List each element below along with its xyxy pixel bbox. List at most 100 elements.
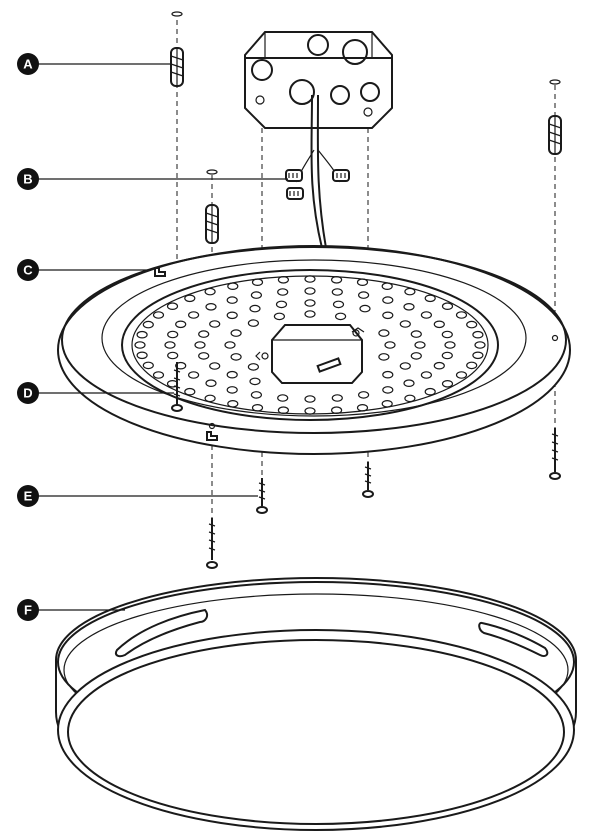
led-dot: [331, 394, 343, 402]
led-dot: [167, 330, 179, 339]
led-dot: [204, 394, 216, 403]
led-dot: [175, 361, 187, 370]
led-dot: [378, 353, 390, 361]
wall-anchor: [548, 79, 562, 155]
led-dot: [152, 371, 165, 379]
callout-e: E: [17, 485, 258, 507]
wire-connector: [285, 169, 303, 182]
led-dot: [142, 361, 154, 370]
callout-f: F: [17, 599, 125, 621]
led-dot: [441, 330, 453, 339]
led-dot: [251, 278, 264, 287]
led-dot: [424, 294, 436, 303]
led-dot: [198, 352, 210, 360]
led-dot: [331, 288, 343, 296]
led-dot: [277, 288, 289, 296]
led-dot: [175, 320, 187, 329]
led-dot: [382, 311, 394, 320]
led-dot: [227, 399, 239, 408]
led-dot: [466, 320, 478, 329]
led-dot: [247, 363, 259, 371]
wire-connectors: [285, 169, 350, 200]
callout-f-letter: F: [24, 603, 32, 618]
led-dot: [455, 311, 468, 319]
led-dot: [230, 353, 242, 361]
led-dot: [433, 320, 445, 329]
wall-anchor: [205, 169, 219, 244]
led-dot: [331, 406, 343, 415]
callout-c-letter: C: [23, 263, 33, 278]
led-dot: [205, 379, 217, 388]
led-dot: [472, 330, 484, 339]
driver-bracket: [255, 324, 365, 384]
callout-labels: A B C D E F: [17, 53, 288, 621]
led-dot: [188, 371, 200, 379]
led-dot: [277, 394, 289, 402]
led-dot: [472, 351, 484, 360]
led-dot: [136, 351, 148, 360]
diffuser-cover: [55, 577, 577, 831]
led-dot: [277, 275, 289, 284]
led-dot: [188, 311, 200, 319]
led-dot: [399, 362, 411, 370]
led-dot: [335, 312, 347, 321]
led-dot: [204, 287, 216, 296]
led-dot: [273, 312, 285, 321]
led-dot: [433, 361, 445, 370]
led-dot: [304, 287, 316, 295]
led-dot: [226, 296, 238, 304]
led-dot: [275, 300, 288, 309]
led-dot: [250, 291, 262, 299]
led-dot: [134, 341, 146, 349]
led-dot: [209, 320, 221, 328]
led-dot: [414, 341, 426, 349]
led-dot: [167, 351, 179, 360]
led-dot: [164, 341, 176, 349]
wire-connector: [332, 169, 350, 182]
plate-screw: [171, 362, 183, 412]
callout-b-letter: B: [23, 172, 32, 187]
led-dot: [382, 386, 394, 394]
led-dot: [404, 287, 416, 296]
led-dot: [304, 299, 316, 307]
wall-anchors: [170, 11, 562, 244]
led-dot: [304, 310, 316, 318]
led-array: [134, 275, 486, 415]
callout-a-letter: A: [23, 57, 33, 72]
led-dot: [441, 302, 454, 311]
led-dot: [227, 282, 239, 291]
led-dot: [399, 320, 411, 328]
led-dot: [142, 320, 154, 329]
led-dot: [356, 278, 369, 287]
led-dot: [403, 379, 415, 388]
callout-d: D: [17, 382, 174, 404]
wall-anchor: [170, 11, 184, 87]
led-dot: [277, 406, 289, 415]
junction-box: [244, 31, 393, 129]
led-dot: [441, 379, 454, 388]
led-dot: [247, 319, 259, 327]
led-dot: [230, 329, 242, 337]
led-dot: [331, 275, 343, 284]
mounting-screw: [549, 428, 561, 480]
led-dot: [403, 302, 415, 311]
callout-d-letter: D: [23, 386, 32, 401]
led-dot: [381, 282, 393, 291]
led-dot: [209, 362, 221, 370]
led-dot: [249, 377, 261, 386]
led-dot: [404, 394, 416, 403]
callout-c: C: [17, 259, 150, 281]
led-dot: [358, 391, 370, 399]
led-dot: [226, 370, 238, 379]
led-dot: [194, 341, 206, 349]
led-dot: [378, 329, 390, 337]
led-dot: [466, 361, 478, 370]
led-dot: [410, 330, 422, 338]
led-dot: [474, 341, 486, 349]
led-dot: [226, 311, 238, 320]
led-dot: [382, 296, 394, 304]
led-dot: [304, 275, 316, 283]
led-dot: [205, 302, 217, 311]
led-dot: [198, 330, 210, 338]
